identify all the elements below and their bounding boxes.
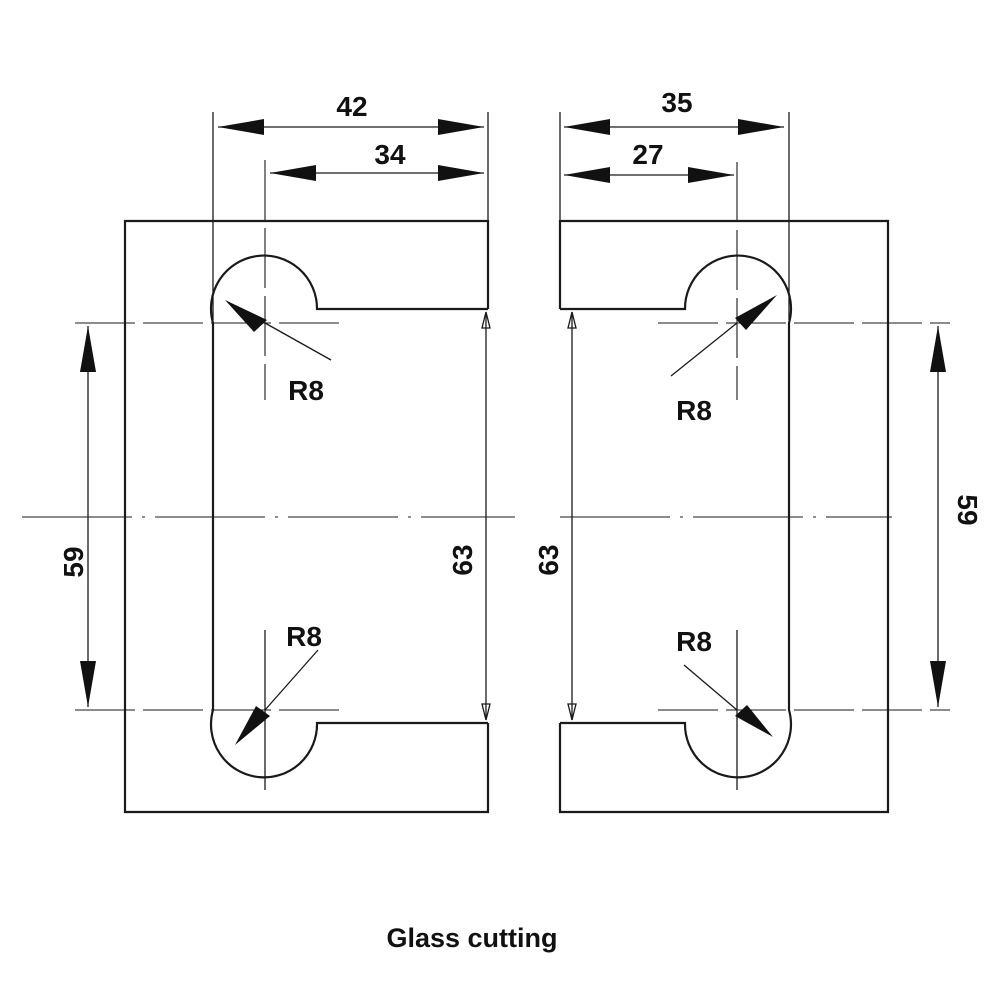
drawing-title: Glass cutting [386, 923, 557, 953]
left-radius-top-label: R8 [288, 375, 324, 406]
left-height-opening-label: 63 [447, 544, 478, 575]
right-radius-bottom-label: R8 [676, 626, 712, 657]
right-radius-top-label: R8 [676, 395, 712, 426]
left-glass-part [123, 219, 490, 814]
left-width-inner-label: 34 [374, 139, 406, 170]
right-height-centers-label: 59 [952, 494, 983, 525]
right-glass-part [558, 219, 890, 814]
left-height-centers-label: 59 [58, 546, 89, 577]
center-lines [22, 160, 950, 790]
right-dimensions [559, 112, 946, 737]
right-width-inner-label: 27 [632, 139, 663, 170]
right-height-opening-label: 63 [533, 544, 564, 575]
right-width-outer-label: 35 [661, 87, 692, 118]
left-dimensions [80, 112, 491, 745]
left-radius-bottom-label: R8 [286, 621, 322, 652]
left-width-outer-label: 42 [336, 91, 367, 122]
